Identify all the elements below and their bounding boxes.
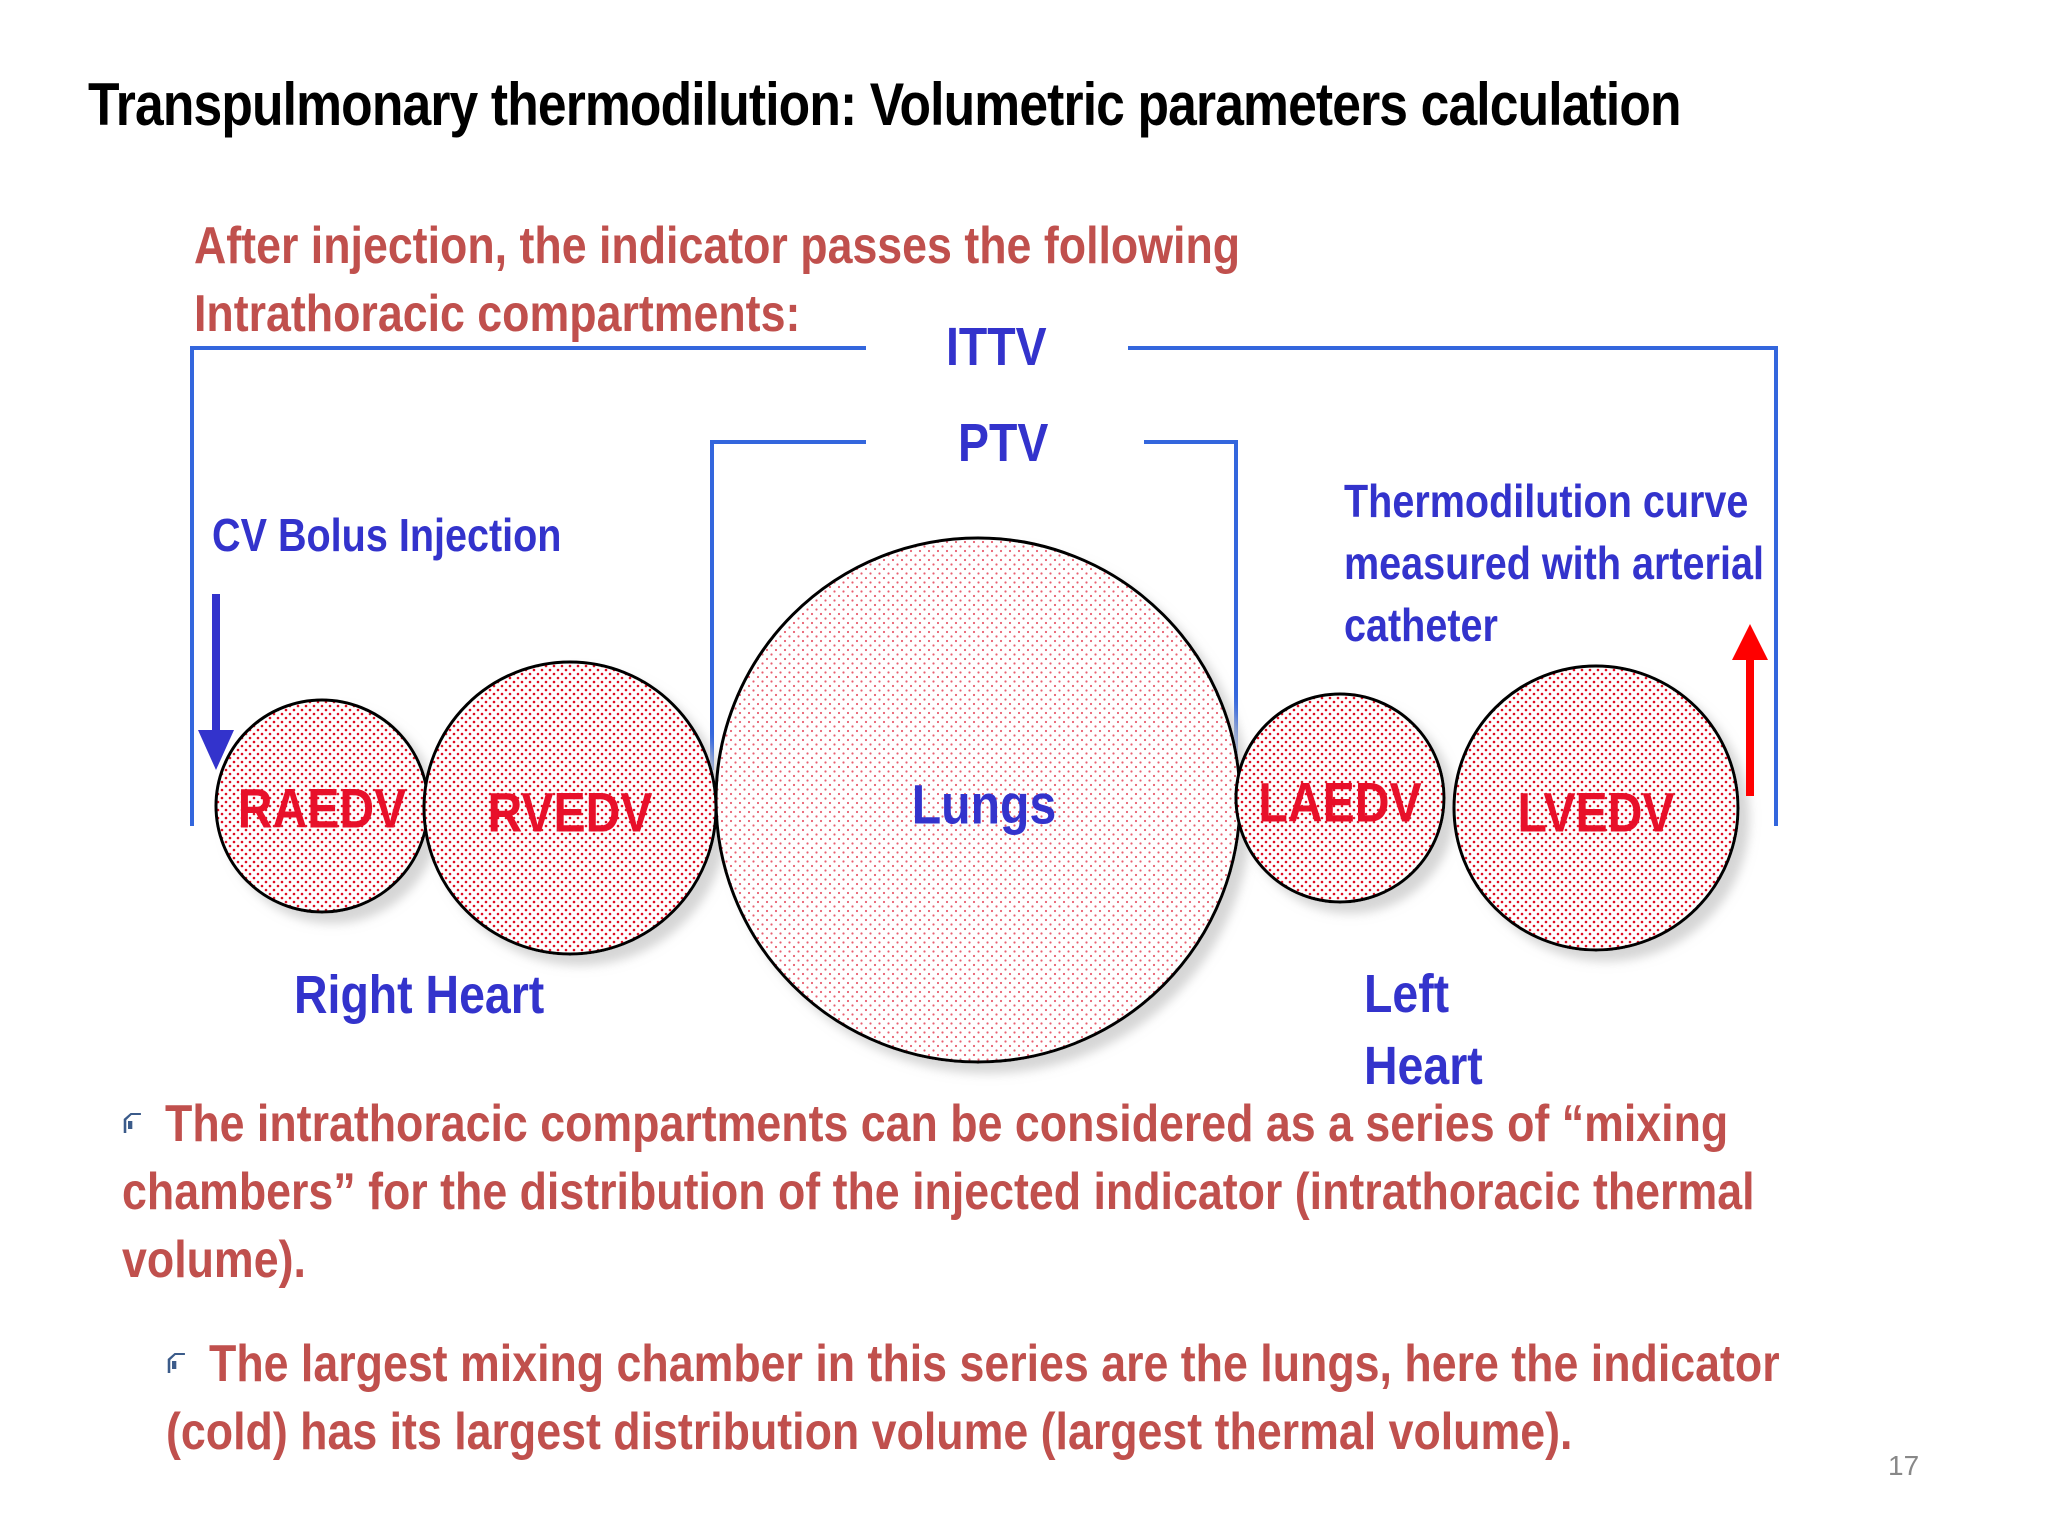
ptv-label: PTV: [958, 413, 1049, 473]
page-number: 17: [1888, 1450, 1920, 1481]
measurement-label-line: Thermodilution curve: [1344, 475, 1749, 527]
lvedv-chamber: [1452, 664, 1740, 952]
measurement-label-line: measured with arterial: [1344, 537, 1764, 589]
lungs-label: Lungs: [911, 772, 1057, 836]
left-heart-line: Left: [1364, 964, 1450, 1024]
lvedv-label: LVEDV: [1517, 780, 1675, 844]
laedv-label: LAEDV: [1258, 770, 1422, 834]
intro-text: After injection, the indicator passes th…: [194, 217, 1241, 343]
bullet-item: The intrathoracic compartments can be co…: [122, 1090, 1756, 1294]
right-heart-label: Right Heart: [294, 965, 545, 1025]
ittv-label: ITTV: [946, 317, 1047, 377]
bullet-icon: [123, 1113, 141, 1133]
bullet-text: The largest mixing chamber in this serie…: [166, 1335, 1780, 1461]
laedv-chamber: [1234, 692, 1446, 904]
measurement-arrow-icon: [1732, 624, 1768, 796]
injection-label: CV Bolus Injection: [212, 509, 562, 561]
bullet-icon: [167, 1353, 185, 1373]
ittv-bracket: [190, 346, 1778, 826]
injection-arrow-icon: [198, 594, 234, 770]
measurement-label: Thermodilution curve measured with arter…: [1344, 470, 1764, 656]
rvedv-label: RVEDV: [487, 780, 653, 844]
bullet-item: The largest mixing chamber in this serie…: [166, 1330, 1843, 1466]
raedv-label: RAEDV: [237, 776, 407, 840]
bullet-text: The intrathoracic compartments can be co…: [122, 1095, 1755, 1289]
ptv-bracket: [710, 440, 1238, 770]
slide-title: Transpulmonary thermodilution: Volumetri…: [88, 71, 1682, 138]
measurement-label-line: catheter: [1344, 599, 1498, 651]
left-heart-line: Heart: [1364, 1036, 1483, 1096]
left-heart-label: Left Heart: [1364, 958, 1483, 1102]
